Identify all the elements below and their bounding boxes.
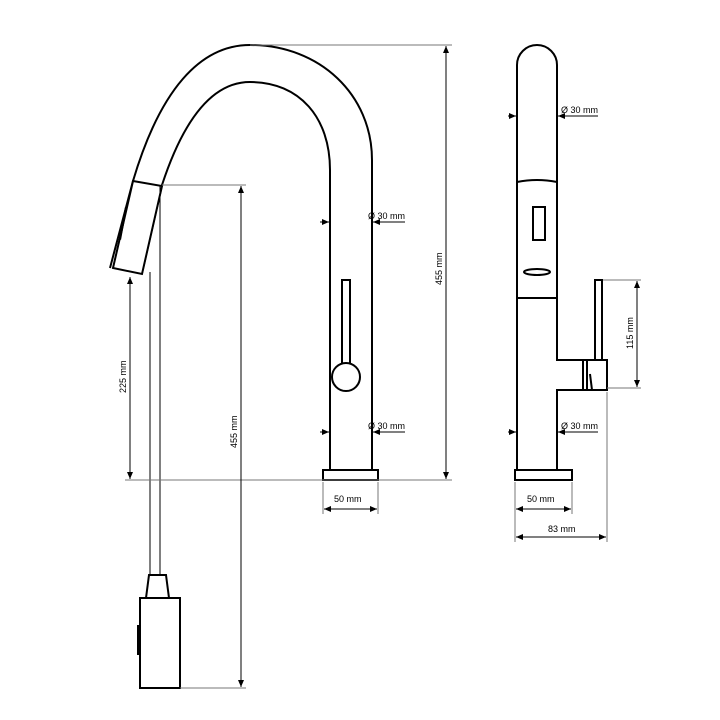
front-diameter-upper-label: Ø 30 mm [368,211,405,221]
spout-inner [141,80,331,470]
handle-block [582,359,608,391]
front-base [322,469,379,481]
lever-stem [341,279,351,369]
spray-head-button [119,207,127,240]
side-base [514,469,573,481]
spout-clearance-label: 225 mm [118,360,128,393]
front-height-label: 455 mm [434,252,444,285]
hose-weight [144,574,171,599]
side-diameter-upper-label: Ø 30 mm [561,105,598,115]
front-diameter-lower-label: Ø 30 mm [368,421,405,431]
front-base-width-label: 50 mm [334,494,362,504]
side-handle [594,279,603,363]
side-depth-label: 83 mm [548,524,576,534]
side-base-width-label: 50 mm [527,494,555,504]
side-button [532,206,546,241]
lever-knob [331,362,361,392]
side-diameter-lower-label: Ø 30 mm [561,421,598,431]
side-view: Ø 30 mm Ø 30 mm 115 mm 50 mm 83 mm [508,44,641,542]
weight-body [139,597,181,689]
head-ring [523,268,551,276]
hose-length-label: 455 mm [229,415,239,448]
spray-head [111,179,164,276]
side-tube [516,44,583,470]
side-handle-height-label: 115 mm [625,317,635,349]
head-seam [516,179,558,183]
front-view: 455 mm 225 mm 455 mm Ø 30 mm Ø 30 mm 50 … [109,43,452,689]
